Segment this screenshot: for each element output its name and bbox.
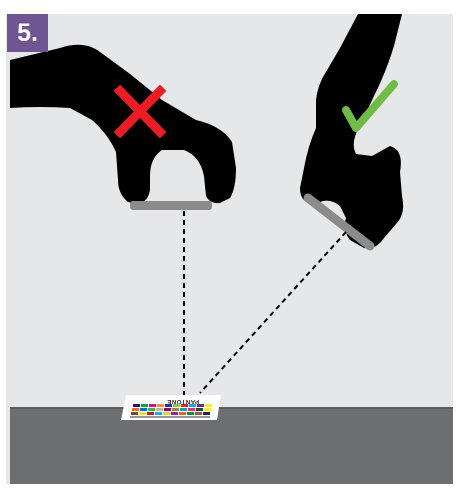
step-number-badge: 5. <box>7 14 48 52</box>
card-brand-label: PANTONE <box>152 397 214 404</box>
device-wrong <box>130 201 212 210</box>
table-surface <box>10 408 453 484</box>
